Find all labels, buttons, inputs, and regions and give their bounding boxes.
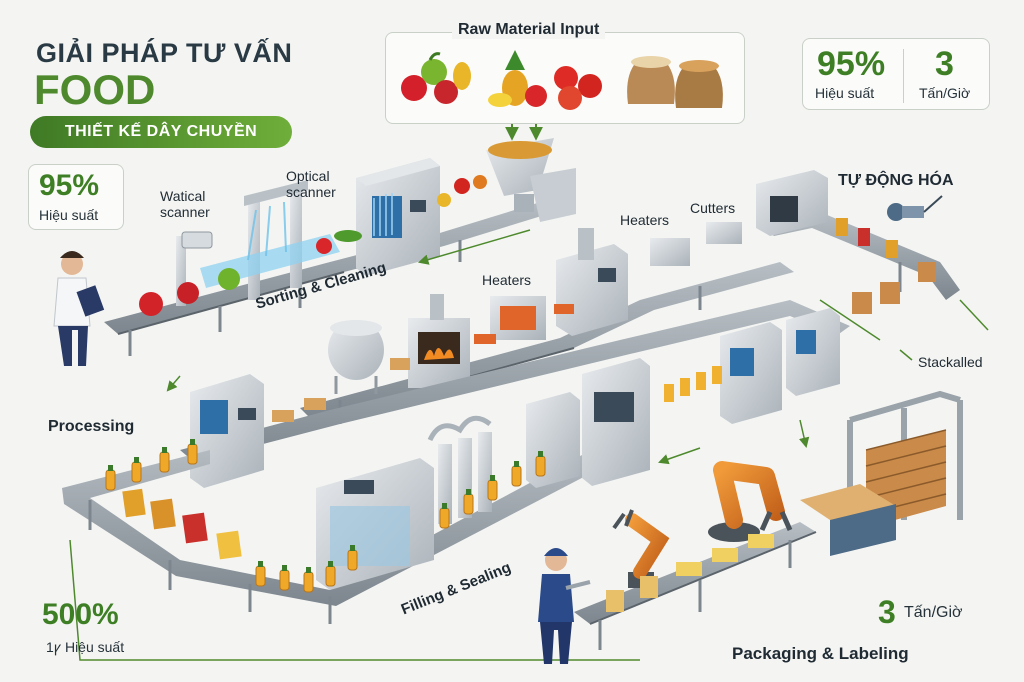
raw-pineapple-icon: [488, 50, 528, 107]
stat-rate-value: 3: [935, 45, 954, 83]
cutters-label: Cutters: [690, 200, 736, 216]
heaters-top-label: Heaters: [620, 212, 670, 228]
juice-bottle: [279, 569, 290, 591]
fruits-on-belt-1: [139, 175, 487, 316]
bottle-cap: [442, 503, 447, 509]
bottle-cap: [190, 439, 195, 445]
juice-bottle: [439, 507, 450, 529]
juice-bottle: [255, 565, 266, 587]
bottle-cap: [490, 475, 495, 481]
cutter-machine: [650, 222, 742, 266]
heater-tunnel-2: [490, 296, 546, 340]
bottle-cap: [328, 561, 333, 567]
pallet-stacker-frame: [800, 390, 963, 556]
oven-heater-1: [408, 294, 470, 388]
bottle-cap: [258, 561, 263, 567]
processing-label: Processing: [48, 418, 135, 435]
processing-machine-mid: [556, 228, 628, 336]
stat-efficiency-value: 95%: [817, 45, 886, 83]
bottle-cap: [282, 565, 287, 571]
stat-efficiency-label: Hiệu suất: [815, 85, 875, 101]
bottom-left-pct: 500%: [42, 598, 119, 631]
worker-inspector-icon: [53, 251, 105, 366]
bottle-cap: [514, 461, 519, 467]
raw-grain-sacks-icon: [627, 56, 723, 108]
jars-row-3: [664, 366, 722, 402]
bottle-cap: [306, 567, 311, 573]
juice-bottle: [303, 571, 314, 593]
worker-technician-icon: [538, 548, 591, 664]
snack-bags: [122, 488, 242, 560]
stats-divider: [903, 49, 904, 103]
juice-bottle: [159, 451, 170, 473]
bottom-left-label: 1ꝩ Hiệu suất: [46, 639, 125, 655]
bottle-cap: [134, 457, 139, 463]
conveyor-row-1: [104, 196, 574, 335]
raw-material-label: Raw Material Input: [452, 21, 606, 39]
juice-bottle: [187, 443, 198, 465]
stackalled-label: Stackalled: [918, 354, 983, 370]
bottle-cap: [466, 489, 471, 495]
filling-towers: [427, 415, 492, 524]
bottle-cap: [350, 545, 355, 551]
bottom-right-rate-label: Tấn/Giờ: [904, 604, 963, 621]
juice-bottle: [105, 469, 116, 491]
raw-fruits-icon: [401, 52, 471, 104]
juice-bottle: [347, 549, 358, 571]
processing-machine-left: [190, 374, 264, 488]
watical-scanner-label: Watical scanner: [160, 188, 210, 220]
juice-bottle: [535, 455, 546, 477]
robot-arm-large: [708, 461, 793, 542]
juice-bottle: [487, 479, 498, 501]
bottle-cap: [108, 465, 113, 471]
design-pill: THIẾT KẾ DÂY CHUYỀN: [30, 116, 292, 148]
juice-bottle: [131, 461, 142, 483]
optical-scanner-label: Optical scanner: [286, 168, 336, 200]
product-boxes-row-2: [390, 218, 936, 370]
juice-bottle: [463, 493, 474, 515]
filling-machine-mid-right: [720, 308, 840, 424]
sealing-tunnel-top: [756, 170, 828, 236]
title-line-1: GIẢI PHÁP TƯ VẤN: [36, 38, 293, 68]
legs-row-5: [598, 540, 792, 650]
cartons-row-5: [606, 534, 774, 612]
left-efficiency-value: 95%: [39, 169, 100, 202]
left-efficiency-label: Hiệu suất: [39, 207, 99, 223]
conveyor-row-3: [180, 300, 850, 462]
juice-bottle: [511, 465, 522, 487]
raw-tomatoes-icon: [525, 66, 602, 110]
boxes-row-3: [272, 398, 326, 422]
stat-rate-label: Tấn/Giờ: [919, 85, 971, 101]
automation-sensor-icon: [887, 195, 943, 221]
feed-hopper: [486, 138, 576, 222]
title-line-2: FOOD: [34, 66, 156, 113]
legs-row-4: [88, 500, 332, 624]
bottle-cap: [162, 447, 167, 453]
packaging-labeling-label: Packaging & Labeling: [732, 644, 909, 663]
watical-scanner-post: [176, 231, 213, 306]
filling-machine-large: [316, 458, 434, 590]
stats-card-top-right: 95% Hiệu suất 3 Tấn/Giờ: [802, 38, 990, 110]
automation-label: TỰ ĐỘNG HÓA: [838, 172, 954, 189]
optical-scanner-machine: [356, 158, 440, 276]
bottle-cap: [538, 451, 543, 457]
stats-card-left: 95% Hiệu suất: [28, 164, 124, 230]
bottles-row-4: [105, 439, 546, 593]
juice-bottle: [325, 565, 336, 587]
steam-kettle: [328, 320, 384, 394]
heaters-mid-label: Heaters: [482, 272, 532, 288]
bottom-right-rate-value: 3: [878, 594, 896, 630]
